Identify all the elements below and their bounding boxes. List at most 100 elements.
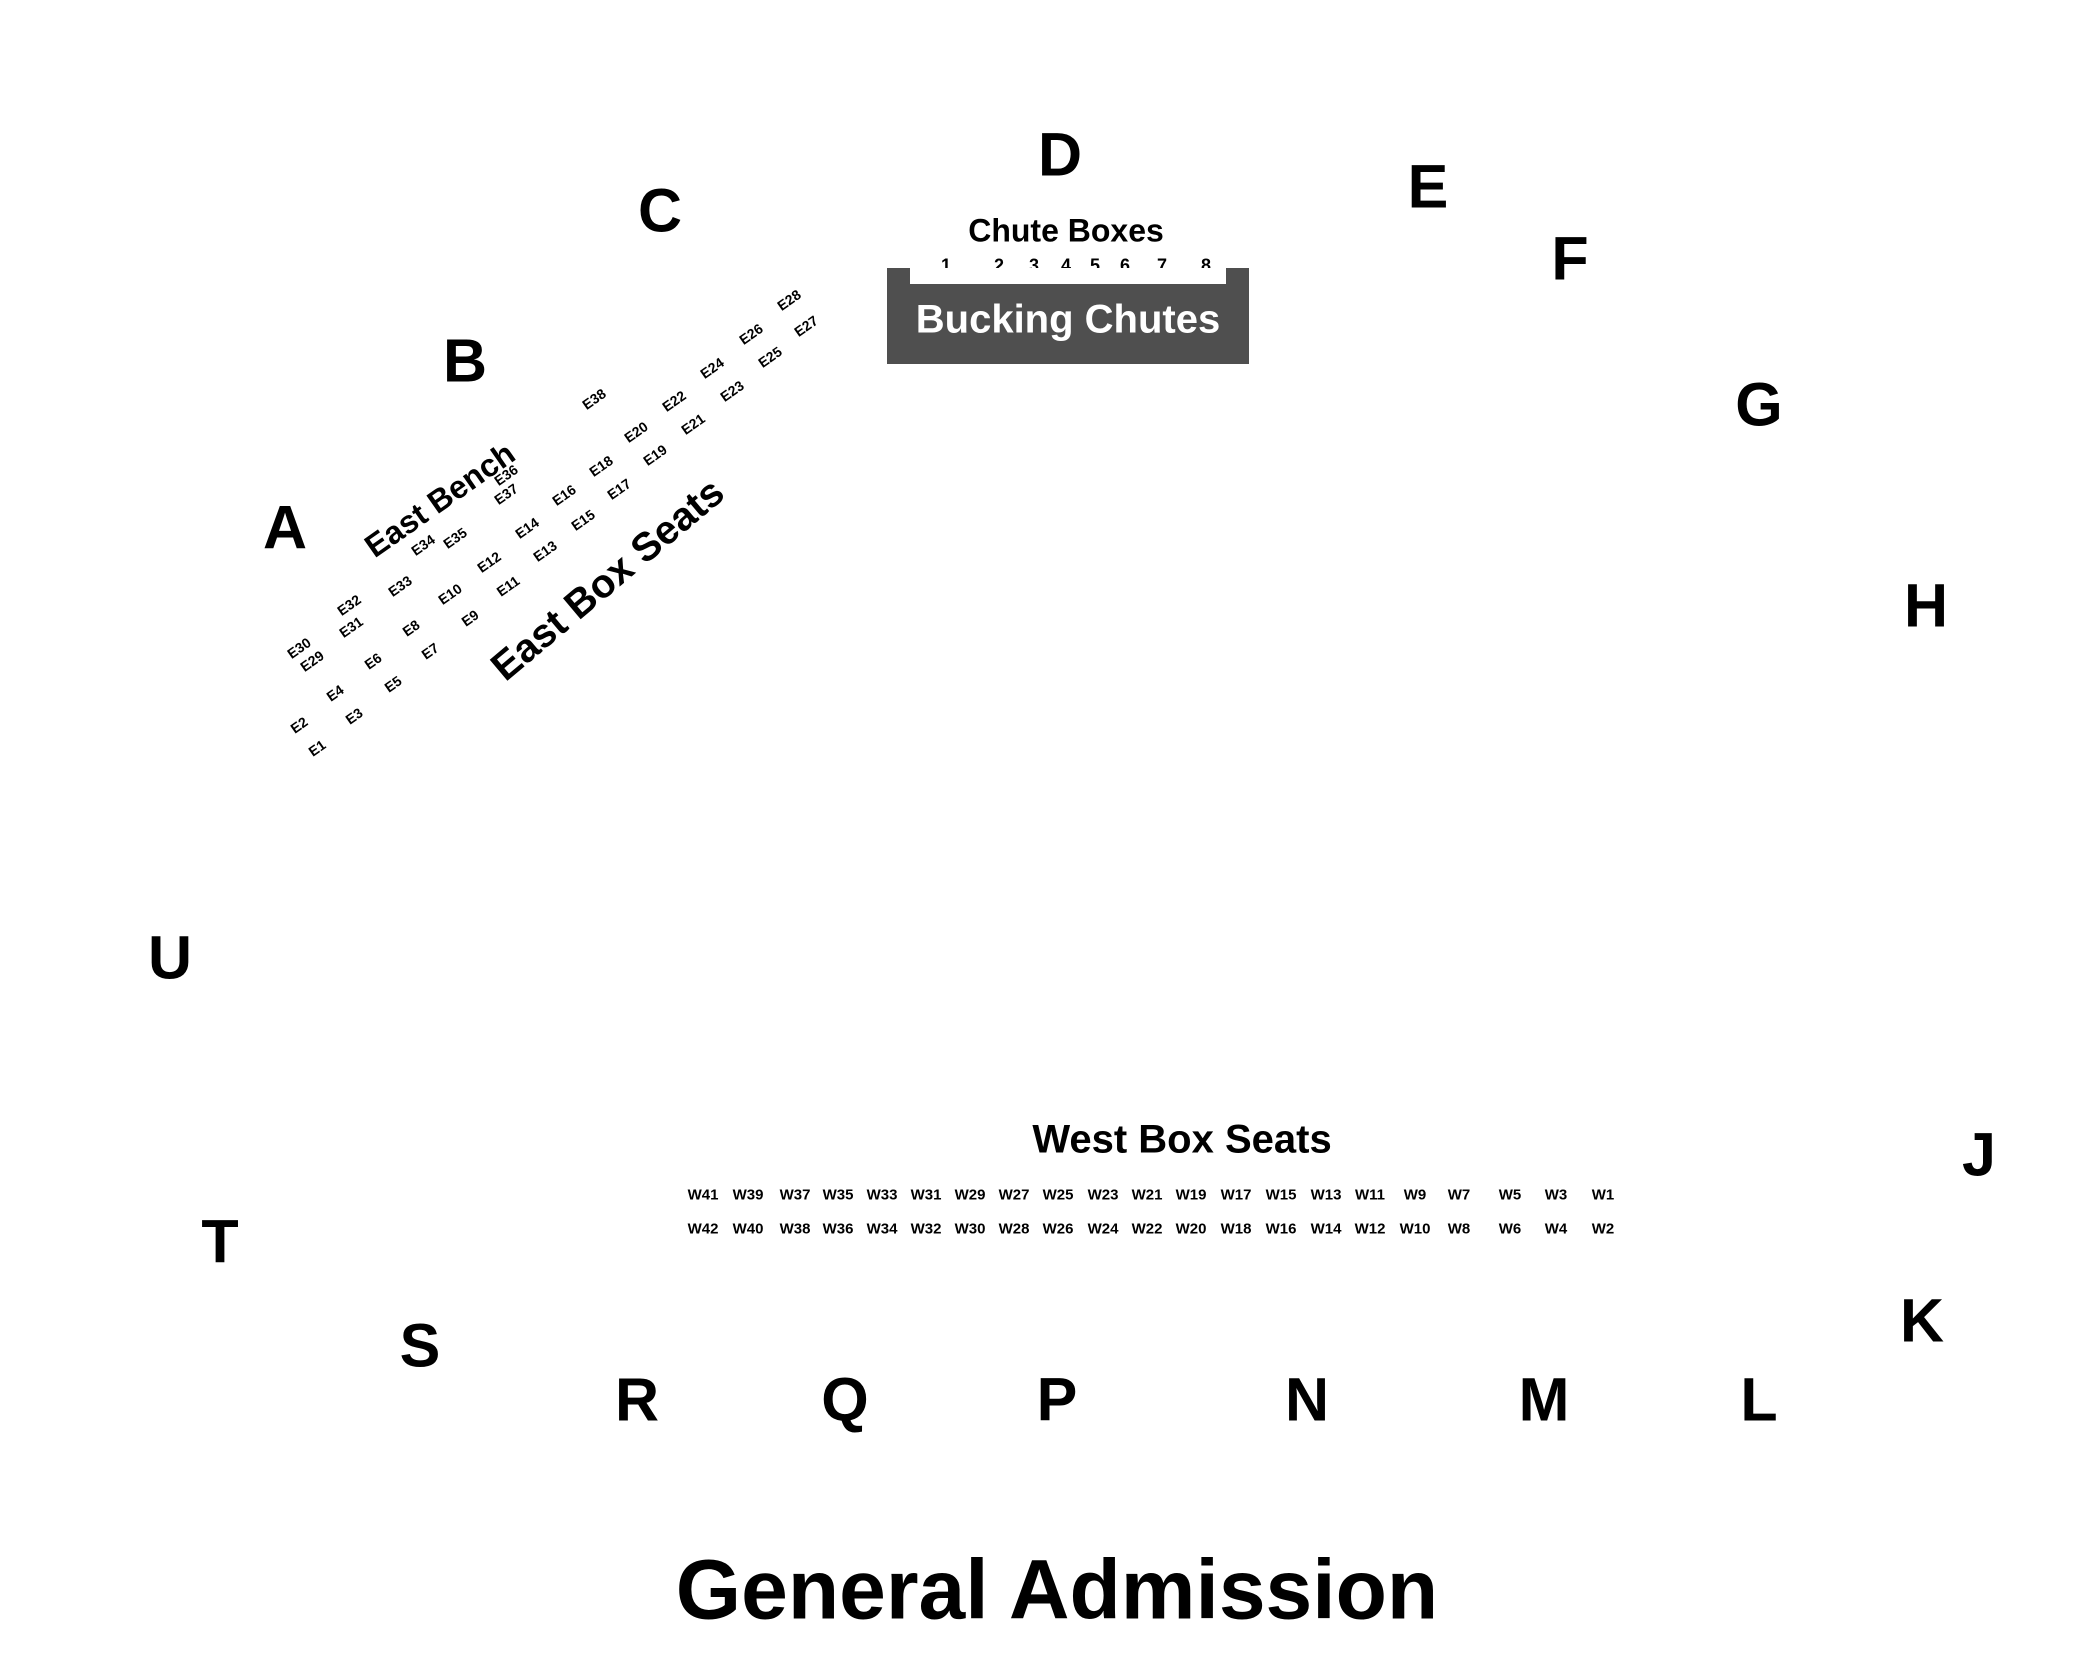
east-seat-e38[interactable]: E38: [579, 385, 609, 413]
east-seat-e7[interactable]: E7: [418, 639, 442, 663]
east-seat-e28[interactable]: E28: [774, 286, 804, 314]
east-seat-e8[interactable]: E8: [399, 616, 423, 640]
east-seat-e33[interactable]: E33: [385, 572, 415, 600]
east-seat-e18[interactable]: E18: [586, 452, 616, 480]
west-seat-w19[interactable]: W19: [1175, 1186, 1207, 1204]
east-seat-e20[interactable]: E20: [621, 418, 651, 446]
west-seat-w26[interactable]: W26: [1042, 1220, 1074, 1238]
east-seat-e22[interactable]: E22: [659, 387, 689, 415]
west-seat-w15[interactable]: W15: [1265, 1186, 1297, 1204]
west-seat-w38[interactable]: W38: [779, 1220, 811, 1238]
west-seat-w18[interactable]: W18: [1220, 1220, 1252, 1238]
chute-box-1[interactable]: 1: [940, 255, 952, 276]
section-g[interactable]: G: [1735, 370, 1783, 439]
section-m[interactable]: M: [1518, 1365, 1570, 1434]
west-seat-w17[interactable]: W17: [1220, 1186, 1252, 1204]
west-seat-w24[interactable]: W24: [1087, 1220, 1119, 1238]
west-seat-w34[interactable]: W34: [866, 1220, 898, 1238]
east-seat-e24[interactable]: E24: [697, 354, 727, 382]
east-seat-e31[interactable]: E31: [336, 613, 366, 641]
section-s[interactable]: S: [399, 1311, 441, 1380]
west-seat-w2[interactable]: W2: [1591, 1220, 1615, 1238]
east-seat-e25[interactable]: E25: [755, 343, 785, 371]
section-f[interactable]: F: [1551, 224, 1589, 293]
section-p[interactable]: P: [1036, 1365, 1078, 1434]
section-d[interactable]: D: [1037, 120, 1083, 189]
west-seat-w1[interactable]: W1: [1591, 1186, 1615, 1204]
west-seat-w21[interactable]: W21: [1131, 1186, 1163, 1204]
east-seat-e2[interactable]: E2: [287, 713, 311, 737]
east-seat-e32[interactable]: E32: [334, 591, 364, 619]
east-seat-e5[interactable]: E5: [381, 672, 405, 696]
east-seat-e4[interactable]: E4: [323, 681, 347, 705]
west-seat-w27[interactable]: W27: [998, 1186, 1030, 1204]
west-seat-w37[interactable]: W37: [779, 1186, 811, 1204]
chute-box-4[interactable]: 4: [1060, 255, 1072, 276]
section-j[interactable]: J: [1962, 1120, 1996, 1189]
east-seat-e11[interactable]: E11: [493, 572, 523, 600]
west-seat-w35[interactable]: W35: [822, 1186, 854, 1204]
east-seat-e13[interactable]: E13: [530, 537, 560, 565]
west-seat-w6[interactable]: W6: [1498, 1220, 1522, 1238]
section-t[interactable]: T: [201, 1207, 239, 1276]
east-seat-e12[interactable]: E12: [474, 548, 504, 576]
east-seat-e21[interactable]: E21: [678, 410, 708, 438]
east-seat-e3[interactable]: E3: [342, 704, 366, 728]
east-seat-e15[interactable]: E15: [568, 506, 598, 534]
east-seat-e1[interactable]: E1: [305, 736, 329, 760]
west-seat-w41[interactable]: W41: [687, 1186, 719, 1204]
section-l[interactable]: L: [1740, 1365, 1778, 1434]
west-seat-w4[interactable]: W4: [1544, 1220, 1568, 1238]
section-e[interactable]: E: [1407, 152, 1449, 221]
east-seat-e16[interactable]: E16: [549, 481, 579, 509]
west-seat-w14[interactable]: W14: [1310, 1220, 1342, 1238]
east-seat-e27[interactable]: E27: [791, 312, 821, 340]
chute-box-2[interactable]: 2: [993, 255, 1005, 276]
east-seat-e10[interactable]: E10: [435, 580, 465, 608]
east-seat-e6[interactable]: E6: [361, 649, 385, 673]
west-seat-w33[interactable]: W33: [866, 1186, 898, 1204]
section-b[interactable]: B: [442, 326, 488, 395]
west-seat-w9[interactable]: W9: [1403, 1186, 1427, 1204]
east-seat-e17[interactable]: E17: [604, 475, 634, 503]
west-seat-w29[interactable]: W29: [954, 1186, 986, 1204]
east-seat-e9[interactable]: E9: [458, 606, 482, 630]
west-seat-w23[interactable]: W23: [1087, 1186, 1119, 1204]
chute-box-6[interactable]: 6: [1119, 255, 1131, 276]
west-seat-w25[interactable]: W25: [1042, 1186, 1074, 1204]
west-seat-w42[interactable]: W42: [687, 1220, 719, 1238]
chute-box-3[interactable]: 3: [1028, 255, 1040, 276]
west-seat-w20[interactable]: W20: [1175, 1220, 1207, 1238]
section-r[interactable]: R: [614, 1365, 660, 1434]
section-u[interactable]: U: [147, 923, 193, 992]
west-seat-w11[interactable]: W11: [1354, 1186, 1386, 1204]
west-seat-w13[interactable]: W13: [1310, 1186, 1342, 1204]
west-seat-w31[interactable]: W31: [910, 1186, 942, 1204]
west-seat-w32[interactable]: W32: [910, 1220, 942, 1238]
west-seat-w16[interactable]: W16: [1265, 1220, 1297, 1238]
section-a[interactable]: A: [262, 493, 308, 562]
chute-box-8[interactable]: 8: [1200, 255, 1212, 276]
west-seat-w40[interactable]: W40: [732, 1220, 764, 1238]
west-seat-w5[interactable]: W5: [1498, 1186, 1522, 1204]
east-seat-e37[interactable]: E37: [491, 480, 521, 508]
chute-box-7[interactable]: 7: [1156, 255, 1168, 276]
east-seat-e26[interactable]: E26: [736, 320, 766, 348]
east-seat-e14[interactable]: E14: [512, 514, 542, 542]
west-seat-w30[interactable]: W30: [954, 1220, 986, 1238]
west-seat-w8[interactable]: W8: [1447, 1220, 1471, 1238]
west-seat-w3[interactable]: W3: [1544, 1186, 1568, 1204]
chute-box-5[interactable]: 5: [1089, 255, 1101, 276]
section-n[interactable]: N: [1284, 1365, 1330, 1434]
west-seat-w10[interactable]: W10: [1399, 1220, 1431, 1238]
section-k[interactable]: K: [1899, 1286, 1945, 1355]
section-h[interactable]: H: [1903, 571, 1949, 640]
west-seat-w22[interactable]: W22: [1131, 1220, 1163, 1238]
west-seat-w39[interactable]: W39: [732, 1186, 764, 1204]
west-seat-w28[interactable]: W28: [998, 1220, 1030, 1238]
section-q[interactable]: Q: [821, 1365, 869, 1434]
east-seat-e23[interactable]: E23: [717, 377, 747, 405]
general-admission-label[interactable]: General Admission: [675, 1542, 1439, 1637]
east-seat-e35[interactable]: E35: [440, 524, 470, 552]
east-seat-e19[interactable]: E19: [640, 441, 670, 469]
